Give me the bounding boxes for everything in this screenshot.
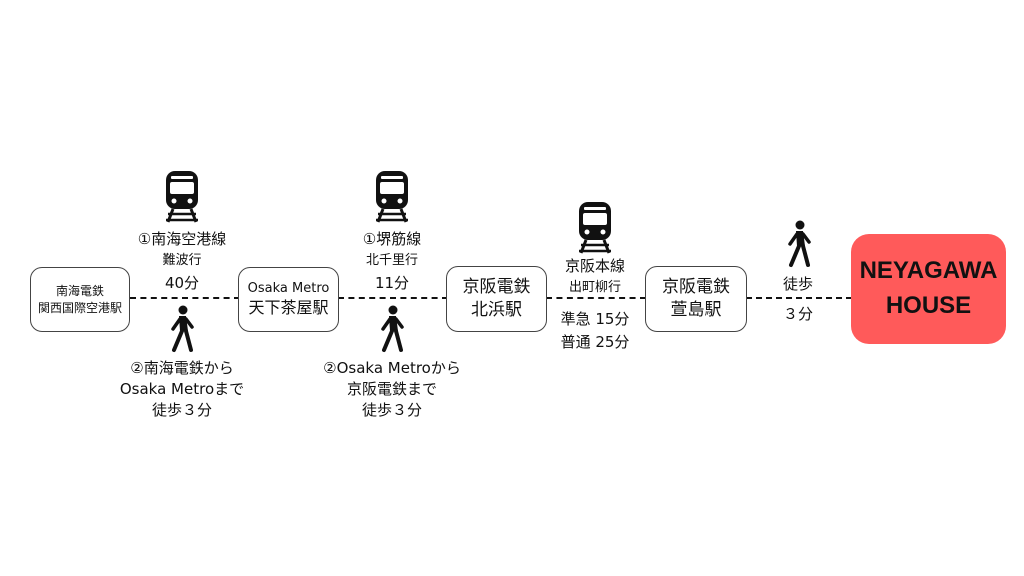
train-time-express: 準急 15分	[560, 310, 630, 328]
train-line-name: 京阪本線	[564, 257, 625, 275]
train-time: 40分	[164, 274, 200, 292]
seg2-train-label: ①堺筋線 北千里行 11分	[322, 229, 462, 294]
route-line-2	[338, 297, 448, 299]
seg4-walk-label: 徒歩 ３分	[763, 274, 833, 325]
seg2-walk-label: ②Osaka Metroから 京阪電鉄まで 徒歩３分	[306, 358, 478, 421]
station-name: 北浜駅	[471, 300, 522, 320]
walk-line1: ②南海電鉄から	[130, 359, 234, 377]
station-kansai-airport: 南海電鉄 関西国際空港駅	[30, 267, 130, 332]
walking-person-icon	[788, 220, 811, 267]
route-line-1	[130, 297, 240, 299]
route-line-4	[746, 297, 852, 299]
train-direction: 難波行	[162, 253, 202, 268]
train-time-local: 普通 25分	[560, 333, 630, 351]
walk-line2: 京阪電鉄まで	[346, 380, 437, 398]
train-icon	[166, 171, 198, 223]
walk-line3: 徒歩３分	[361, 401, 422, 419]
station-operator: Osaka Metro	[247, 280, 330, 296]
station-operator: 京阪電鉄	[462, 277, 531, 298]
train-direction: 出町柳行	[568, 280, 621, 295]
station-name: 萱島駅	[670, 300, 722, 320]
train-line-name: ①南海空港線	[137, 230, 227, 248]
station-tengachaya: Osaka Metro 天下茶屋駅	[238, 267, 339, 332]
station-kitahama: 京阪電鉄 北浜駅	[446, 266, 547, 332]
destination-neyagawa-house: NEYAGAWA HOUSE	[851, 234, 1006, 344]
train-line-name: ①堺筋線	[362, 230, 422, 248]
seg3-train-label-top: 京阪本線 出町柳行	[545, 256, 645, 298]
destination-line1: NEYAGAWA	[859, 257, 998, 285]
seg1-train-label: ①南海空港線 難波行 40分	[112, 229, 252, 294]
station-operator: 京阪電鉄	[662, 277, 730, 298]
station-name: 天下茶屋駅	[248, 298, 329, 318]
seg3-train-times: 準急 15分 普通 25分	[540, 309, 650, 353]
station-kayashima: 京阪電鉄 萱島駅	[645, 266, 747, 332]
walk-line2: Osaka Metroまで	[119, 380, 245, 398]
train-icon	[376, 171, 408, 223]
walk-label: 徒歩	[782, 275, 813, 293]
walk-line1: ②Osaka Metroから	[323, 359, 461, 377]
walking-person-icon	[171, 305, 194, 352]
station-operator: 南海電鉄	[55, 284, 104, 299]
route-line-3	[546, 297, 646, 299]
seg1-walk-label: ②南海電鉄から Osaka Metroまで 徒歩３分	[102, 358, 262, 421]
destination-line2: HOUSE	[885, 292, 972, 319]
walk-line3: 徒歩３分	[151, 401, 212, 419]
train-direction: 北千里行	[365, 253, 418, 268]
station-name: 関西国際空港駅	[37, 300, 122, 315]
walking-person-icon	[381, 305, 404, 352]
train-icon	[579, 202, 611, 254]
train-time: 11分	[374, 274, 410, 292]
walk-time: ３分	[782, 305, 813, 323]
